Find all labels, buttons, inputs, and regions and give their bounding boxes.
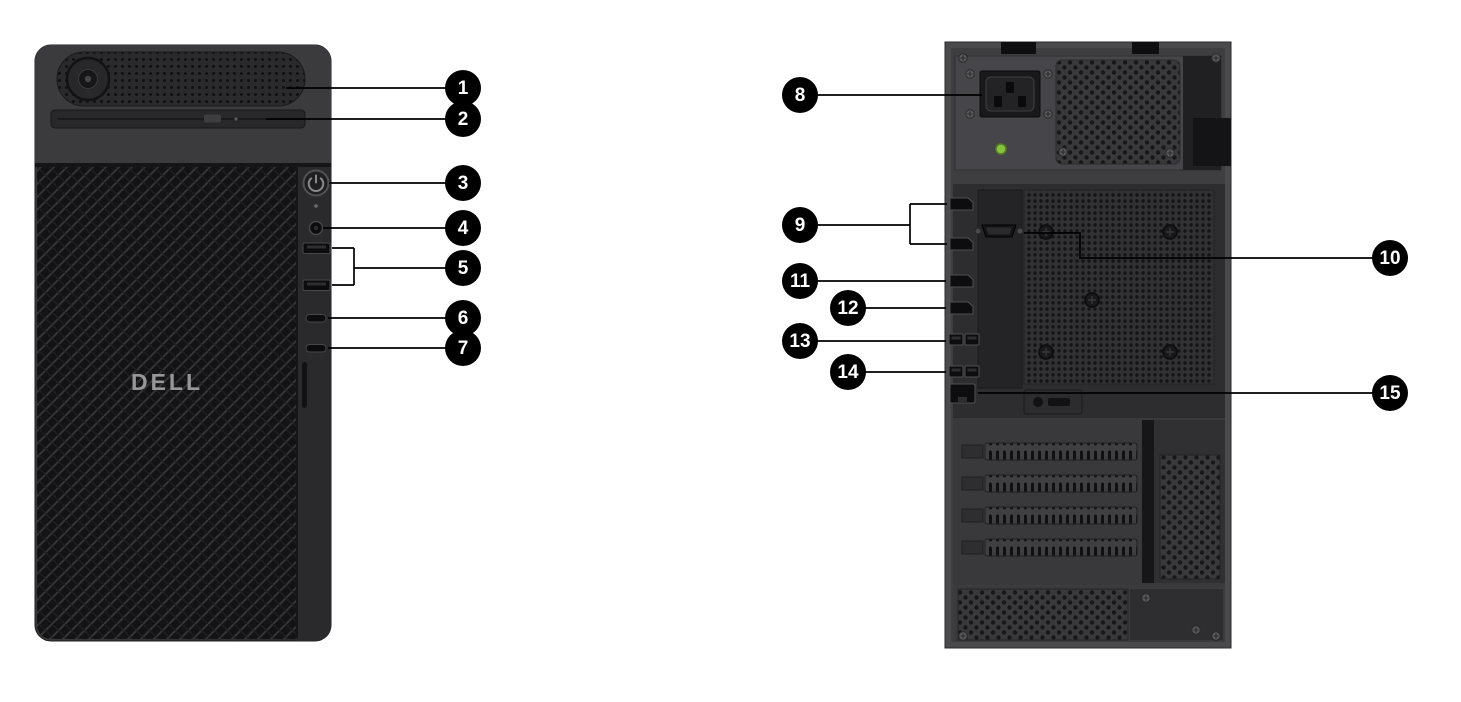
psu-vent: [1055, 59, 1181, 165]
front-tower: DELL: [34, 44, 332, 642]
psu-status-led: [995, 143, 1007, 155]
optical-led: [234, 117, 238, 121]
slot-latch-bar: [1142, 420, 1154, 583]
vent-hole: [1084, 292, 1100, 308]
optical-drive: [50, 109, 306, 129]
usb-c-port-2: [305, 344, 327, 353]
front-speaker-center: [84, 75, 92, 83]
side-vent: [1159, 454, 1221, 580]
front-io-ports: [302, 169, 331, 408]
power-supply: [954, 55, 1231, 171]
lock-slot-plate: [1023, 389, 1083, 415]
usb-a-port-1: [302, 242, 331, 254]
callout-badge-3: 3: [445, 165, 481, 201]
back-tower: [944, 41, 1232, 649]
callout-badge-11: 11: [782, 263, 818, 299]
slot-cover-2: [961, 474, 1138, 493]
vent-hole: [1038, 224, 1054, 240]
optical-eject-button: [204, 114, 221, 123]
bottom-vent: [957, 588, 1129, 641]
callout-badge-10: 10: [1372, 240, 1408, 276]
slot-cover-3: [961, 506, 1138, 525]
vent-hole: [1162, 224, 1178, 240]
front-speaker-grille: [56, 51, 306, 107]
ethernet-port: [949, 383, 976, 404]
drive-activity-led: [314, 204, 318, 208]
top-cutout-right: [1132, 42, 1159, 54]
rear-video-port-11: [949, 274, 974, 288]
rear-io-area: [948, 184, 1225, 418]
psu-release-latch: [1193, 118, 1231, 166]
callout-badge-12: 12: [830, 290, 866, 326]
power-icon: [307, 174, 325, 192]
displayport-1: [949, 197, 974, 211]
bottom-vent-area: [953, 585, 1225, 642]
callout-badge-9: 9: [782, 207, 818, 243]
dell-logo: DELL: [131, 369, 203, 395]
callout-lines: [266, 87, 1374, 394]
power-button: [302, 169, 330, 197]
callout-badge-15: 15: [1372, 375, 1408, 411]
usb-c-port-1: [305, 314, 327, 323]
serial-port: [974, 224, 1024, 238]
callout-badge-5: 5: [445, 250, 481, 286]
callout-badge-1: 1: [445, 70, 481, 106]
callout-badge-2: 2: [445, 101, 481, 137]
usb-a-port-2: [302, 279, 331, 291]
top-cutout-left: [1001, 42, 1036, 54]
front-side-strip: [296, 167, 331, 641]
side-slot: [302, 362, 307, 408]
slot-cover-4: [961, 538, 1138, 557]
callout-badge-14: 14: [830, 354, 866, 390]
vent-hole: [1162, 344, 1178, 360]
displayport-2: [949, 237, 974, 251]
callout-badge-7: 7: [445, 330, 481, 366]
expansion-card-bracket: [977, 189, 1023, 389]
rear-vent-plate: [1023, 189, 1215, 385]
rear-ports: [948, 197, 980, 404]
callout-badge-4: 4: [445, 210, 481, 246]
callout-badge-8: 8: [782, 77, 818, 113]
front-mesh-panel: [37, 167, 296, 639]
front-panel-seam: [35, 163, 331, 167]
callout-line-10: [1024, 232, 1374, 259]
vent-hole: [1038, 344, 1054, 360]
slot-cover-1: [961, 442, 1138, 461]
rear-video-port-12: [949, 301, 974, 315]
usb-ports-upper: [948, 333, 980, 346]
callout-badge-13: 13: [782, 323, 818, 359]
expansion-slots: [953, 418, 1225, 585]
usb-ports-lower: [948, 365, 980, 378]
headset-jack-pin: [313, 225, 319, 231]
power-connector-port: [979, 70, 1041, 118]
